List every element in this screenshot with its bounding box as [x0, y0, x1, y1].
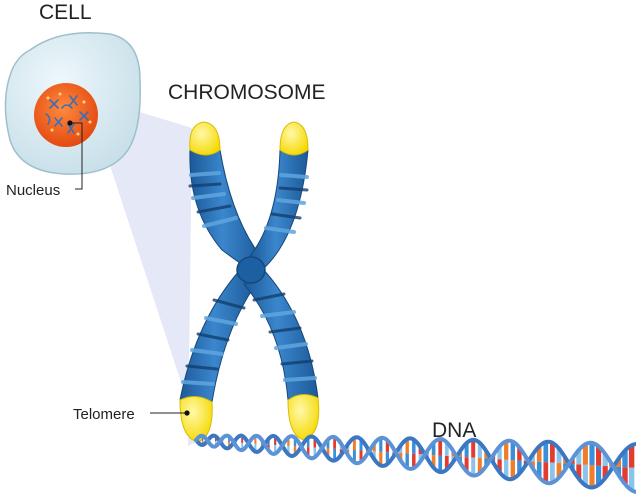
- telomere-label: Telomere: [73, 406, 135, 423]
- chromosome: [179, 121, 320, 443]
- cell: [4, 31, 141, 190]
- cell-label: CELL: [39, 1, 92, 24]
- dna-label: DNA: [432, 419, 476, 442]
- telomere-lower-right: [287, 394, 320, 441]
- telomere-pointer-dot: [184, 410, 190, 416]
- nucleus-pointer-dot: [67, 120, 73, 126]
- dna-strand-a: [194, 433, 636, 490]
- nucleus-leader-line: [70, 122, 83, 190]
- dna-helix: [194, 433, 636, 494]
- dna-strand-b: [194, 433, 636, 494]
- telomere-lower-left: [179, 396, 213, 443]
- telomere-upper-left: [189, 121, 221, 156]
- nucleus-chromatin: [45, 95, 89, 134]
- nucleus-dots: [46, 92, 92, 136]
- chromosome-bands: [181, 171, 317, 386]
- chromosome-arm-upper-right: [249, 149, 309, 271]
- chromosome-label: CHROMOSOME: [168, 81, 326, 104]
- zoom-beam: [84, 95, 200, 446]
- nucleus: [34, 83, 98, 147]
- nucleus-label: Nucleus: [6, 182, 60, 199]
- telomere-upper-right: [279, 121, 309, 156]
- centromere: [236, 256, 266, 284]
